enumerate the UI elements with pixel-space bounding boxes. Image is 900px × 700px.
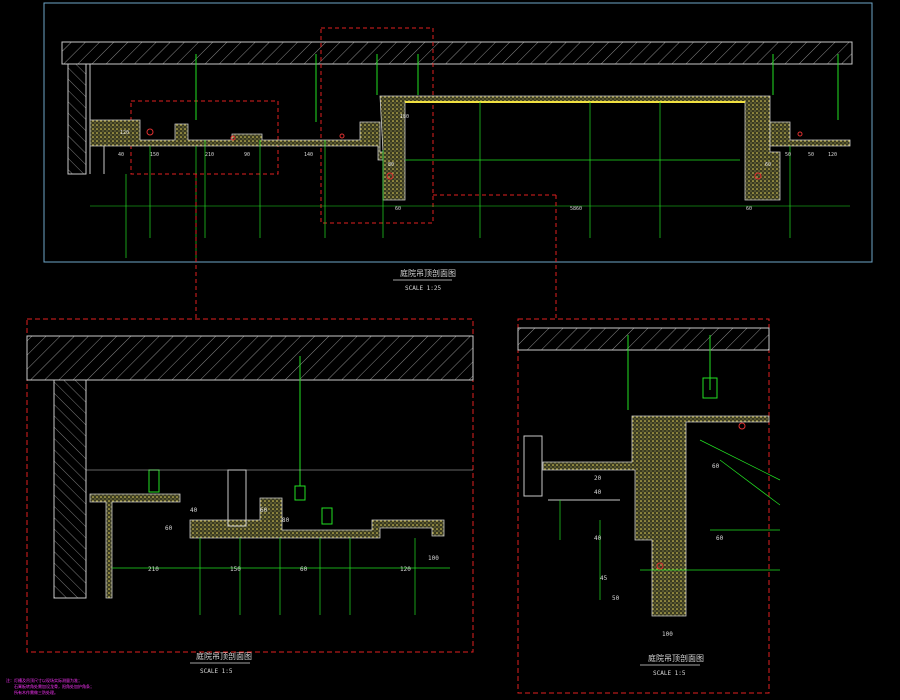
top-raised-ceiling: [379, 95, 781, 201]
dimension-label: 100: [662, 631, 673, 638]
dimension-label: 100: [428, 555, 439, 562]
dimension-label: 60: [395, 206, 401, 212]
dimension-label: 120: [828, 152, 837, 158]
bl-ceiling-profile: [89, 493, 445, 599]
bl-detail-frame: [26, 318, 474, 653]
dimension-label: 140: [304, 152, 313, 158]
dimension-label: 60: [712, 463, 720, 470]
dimension-label: 60: [716, 535, 724, 542]
top-detail-box-1: [130, 100, 279, 175]
note-line-3: 所有木作需做三防处理。: [6, 689, 58, 695]
note-line-2: 石膏板转角处需加设龙骨，阳角处加护角条；: [6, 683, 94, 689]
bl-wall: [53, 379, 87, 599]
dimension-label: 120: [120, 130, 129, 136]
dimension-label: 50: [808, 152, 814, 158]
top-view-title: 庭院吊顶剖面图: [400, 268, 456, 278]
dimension-label: 120: [400, 566, 411, 573]
dimension-label: 40: [594, 489, 602, 496]
top-section-view: 40 150 210 90 140 60 180 5860 60 50 50 120 80 60 120 庭…: [43, 2, 873, 292]
br-ceiling-profile: [542, 415, 770, 617]
dimension-label: 20: [594, 475, 602, 482]
bl-ceiling-slab: [26, 335, 474, 381]
dimension-label: 150: [150, 152, 159, 158]
dimension-label: 80: [282, 517, 290, 524]
top-left-wall: [67, 63, 87, 175]
note-line-1: 注：灯槽及吊顶尺寸以现场实际测量为准；: [6, 677, 82, 683]
dimension-label: 40: [190, 507, 198, 514]
dimension-label: 210: [205, 152, 214, 158]
dimension-label: 60: [300, 566, 308, 573]
dimension-label: 80: [388, 162, 394, 168]
br-view-title: 庭院吊顶剖面图: [648, 653, 704, 663]
dimension-label: 45: [600, 575, 608, 582]
bottom-right-section-view: 20 40 40 45 50 60 60 100 庭院吊顶剖面图 SCALE 1:5: [517, 318, 781, 694]
dimension-label: 90: [244, 152, 250, 158]
dimension-label: 40: [594, 535, 602, 542]
bottom-left-section-view: 210 150 60 120 100 60 40 80 60 庭院吊顶剖面图 SCALE 1:5: [26, 318, 474, 675]
bl-view-title: 庭院吊顶剖面图: [196, 651, 252, 661]
bl-view-scale: SCALE 1:5: [200, 668, 233, 675]
dimension-label: 210: [148, 566, 159, 573]
dimension-label: 60: [260, 507, 268, 514]
top-lower-ceiling-right: [769, 121, 851, 147]
top-view-frame: [43, 2, 873, 263]
dimension-label: 60: [165, 525, 173, 532]
dimension-label: 40: [118, 152, 124, 158]
top-ceiling-slab: [61, 41, 853, 65]
top-view-scale: SCALE 1:25: [405, 285, 442, 292]
dimension-label: 60: [765, 162, 771, 168]
dimension-label: 5860: [570, 206, 582, 212]
top-lower-ceiling-left: [89, 119, 396, 161]
drawing-notes: 注：灯槽及吊顶尺寸以现场实际测量为准； 石膏板转角处需加设龙骨，阳角处加护角条；…: [6, 677, 94, 695]
br-ceiling-slab: [517, 327, 770, 351]
top-detail-box-2: [320, 27, 434, 224]
dimension-label: 180: [400, 114, 409, 120]
dimension-label: 150: [230, 566, 241, 573]
dimension-label: 50: [612, 595, 620, 602]
br-view-scale: SCALE 1:5: [653, 670, 686, 677]
detail-callout-connectors: [195, 174, 557, 320]
dimension-label: 60: [746, 206, 752, 212]
dimension-label: 50: [785, 152, 791, 158]
